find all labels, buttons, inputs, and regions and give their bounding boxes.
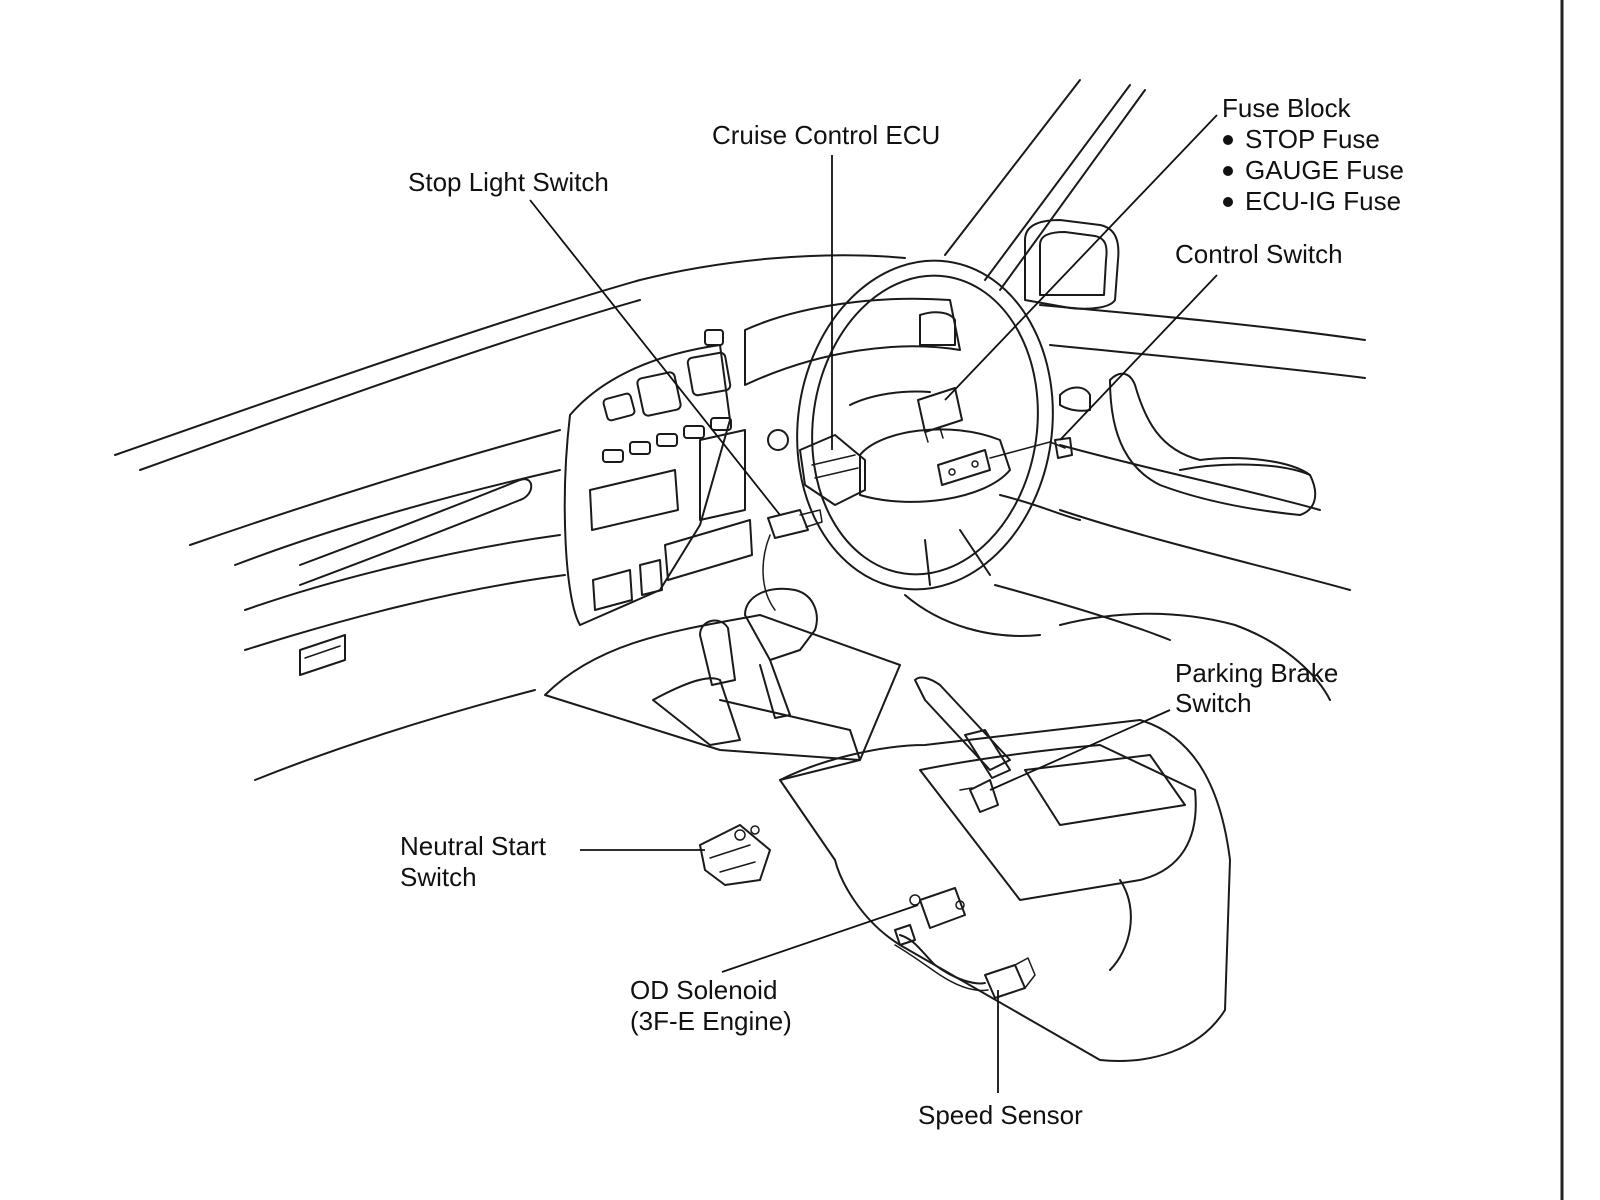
label-parking-brake-switch-line1: Parking Brake bbox=[1175, 658, 1338, 688]
leader-control-switch bbox=[1059, 274, 1218, 441]
fuse-block-part bbox=[799, 434, 866, 506]
label-control-switch: Control Switch bbox=[1175, 239, 1343, 269]
leader-parking-brake-switch bbox=[989, 709, 1171, 791]
instrument-cluster bbox=[744, 79, 1366, 591]
cruise-control-ecu-part bbox=[917, 387, 963, 443]
steering-wheel bbox=[796, 259, 1171, 641]
stop-light-switch-part bbox=[762, 509, 823, 611]
label-neutral-start-switch-line2: Switch bbox=[400, 862, 477, 892]
label-fuse-item: GAUGE Fuse bbox=[1245, 155, 1404, 185]
control-switch-part bbox=[937, 437, 1073, 486]
label-speed-sensor: Speed Sensor bbox=[918, 1100, 1083, 1130]
label-cruise-control-ecu: Cruise Control ECU bbox=[712, 120, 940, 150]
label-fuse-block: Fuse Block bbox=[1222, 93, 1352, 123]
label-od-solenoid-line2: (3F-E Engine) bbox=[630, 1006, 792, 1036]
leader-od-solenoid bbox=[721, 904, 919, 973]
bullet-icon bbox=[1223, 135, 1233, 145]
center-stack bbox=[563, 329, 753, 626]
leader-stop-light-switch bbox=[529, 199, 781, 516]
label-stop-light-switch: Stop Light Switch bbox=[408, 167, 609, 197]
label-od-solenoid-line1: OD Solenoid bbox=[630, 975, 777, 1005]
label-fuse-item: STOP Fuse bbox=[1245, 124, 1380, 154]
label-fuse-item: ECU-IG Fuse bbox=[1245, 186, 1401, 216]
parking-brake-switch-part bbox=[959, 779, 999, 813]
neutral-start-switch-part bbox=[699, 824, 771, 886]
od-solenoid-part bbox=[909, 887, 966, 929]
label-parking-brake-switch-line2: Switch bbox=[1175, 688, 1252, 718]
bullet-icon bbox=[1223, 197, 1233, 207]
bullet-icon bbox=[1223, 166, 1233, 176]
leader-fuse-block bbox=[944, 114, 1218, 401]
leader-lines bbox=[529, 114, 1218, 1093]
speed-sensor-part bbox=[894, 924, 1036, 999]
dashboard-outline bbox=[114, 254, 906, 781]
center-console bbox=[544, 587, 1331, 1062]
label-neutral-start-switch-line1: Neutral Start bbox=[400, 831, 547, 861]
